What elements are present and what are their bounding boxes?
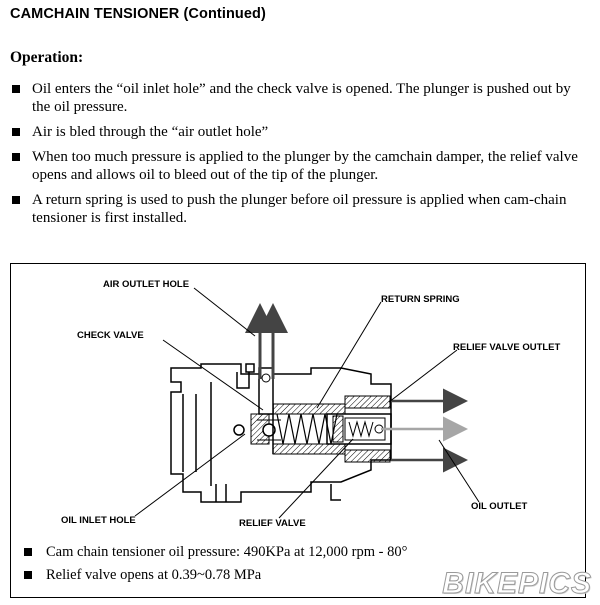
operation-heading: Operation:	[10, 49, 84, 66]
spec-text: Cam chain tensioner oil pressure: 490KPa…	[46, 544, 408, 560]
bullet-text: Oil enters the “oil inlet hole” and the …	[32, 81, 571, 115]
list-item: Air is bled through the “air outlet hole…	[12, 123, 584, 141]
square-bullet-icon	[12, 85, 20, 93]
label-air-outlet-hole: AIR OUTLET HOLE	[103, 279, 190, 290]
label-check-valve: CHECK VALVE	[77, 330, 144, 341]
square-bullet-icon	[12, 153, 20, 161]
list-item: Relief valve opens at 0.39~0.78 MPa	[24, 566, 407, 584]
square-bullet-icon	[12, 128, 20, 136]
cylinder-housing	[272, 395, 391, 463]
outlet-arrows	[381, 388, 468, 473]
label-relief-valve-outlet: RELIEF VALVE OUTLET	[453, 342, 561, 353]
label-relief-valve: RELIEF VALVE	[239, 518, 306, 529]
page-title: CAMCHAIN TENSIONER (Continued)	[10, 6, 266, 22]
list-item: Oil enters the “oil inlet hole” and the …	[12, 80, 584, 116]
operation-bullet-list: Oil enters the “oil inlet hole” and the …	[12, 80, 584, 234]
air-outlet-passage	[258, 367, 274, 415]
bullet-text: When too much pressure is applied to the…	[32, 149, 578, 183]
label-oil-outlet: OIL OUTLET	[471, 501, 528, 512]
square-bullet-icon	[12, 196, 20, 204]
bullet-text: A return spring is used to push the plun…	[32, 192, 567, 226]
tensioner-cutaway-drawing	[134, 287, 480, 519]
tensioner-body	[170, 363, 392, 503]
square-bullet-icon	[24, 548, 32, 556]
spec-list: Cam chain tensioner oil pressure: 490KPa…	[24, 543, 407, 589]
bikepics-watermark: BIKEPICS	[442, 567, 592, 601]
tensioner-diagram: AIR OUTLET HOLE RETURN SPRING CHECK VALV…	[10, 263, 586, 598]
list-item: Cam chain tensioner oil pressure: 490KPa…	[24, 543, 407, 561]
list-item: A return spring is used to push the plun…	[12, 191, 584, 227]
label-return-spring: RETURN SPRING	[381, 294, 460, 305]
spec-text: Relief valve opens at 0.39~0.78 MPa	[46, 567, 262, 583]
return-spring	[276, 413, 338, 445]
leader-lines	[134, 287, 480, 519]
bullet-text: Air is bled through the “air outlet hole…	[32, 124, 269, 140]
square-bullet-icon	[24, 571, 32, 579]
check-valve	[233, 413, 281, 445]
list-item: When too much pressure is applied to the…	[12, 148, 584, 184]
air-outlet-arrows	[245, 303, 288, 379]
label-oil-inlet-hole: OIL INLET HOLE	[61, 515, 136, 526]
